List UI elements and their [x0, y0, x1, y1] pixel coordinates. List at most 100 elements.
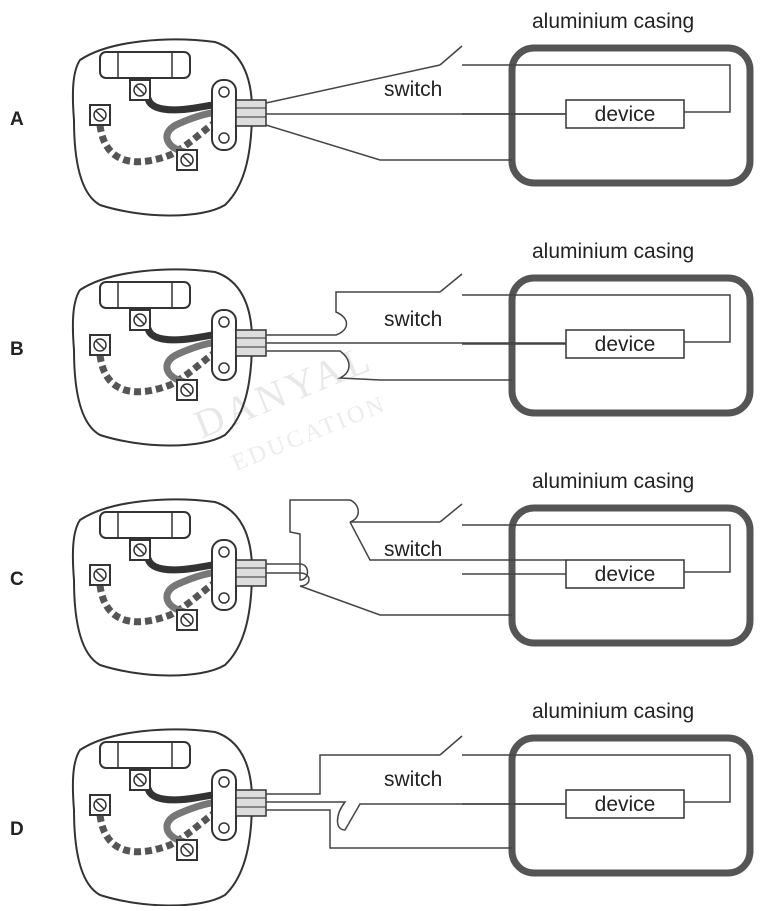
switch-label: switch — [384, 768, 442, 791]
switch-label: switch — [384, 78, 442, 101]
terminal-screw — [129, 309, 151, 331]
cable-grip — [211, 769, 237, 841]
cable-grip — [211, 539, 237, 611]
terminal-screw — [89, 104, 111, 126]
device: device — [565, 789, 685, 819]
aluminium-casing: aluminium casing — [508, 240, 754, 417]
earth-wire — [163, 108, 223, 156]
option-letter: A — [10, 109, 24, 130]
cable-sheath — [235, 99, 267, 127]
live-to-switch — [266, 754, 440, 795]
casing-internal-wire — [462, 294, 731, 343]
casing-outline — [508, 44, 754, 187]
live-to-switch — [266, 291, 440, 336]
casing-label: aluminium casing — [532, 10, 694, 33]
earth-wire — [163, 568, 223, 616]
aluminium-casing: aluminium casing — [508, 700, 754, 877]
live-wire — [96, 574, 224, 626]
option-letter: C — [10, 569, 24, 590]
device-label: device — [595, 563, 656, 586]
terminal-screw — [176, 149, 198, 171]
earth-wire — [163, 338, 223, 386]
plug — [71, 38, 267, 217]
plug-outline — [71, 728, 254, 907]
circuit-wires — [266, 499, 731, 616]
plug — [71, 268, 267, 447]
terminal-screw — [89, 564, 111, 586]
earth-to-casing — [266, 809, 512, 849]
switch-lever — [439, 503, 463, 523]
device-label: device — [595, 793, 656, 816]
aluminium-casing: aluminium casing — [508, 470, 754, 647]
switch-lever — [439, 735, 463, 756]
switch-label: switch — [384, 538, 442, 561]
casing-internal-wire — [462, 524, 731, 573]
cable-sheath — [235, 329, 267, 357]
earth-to-casing — [265, 124, 512, 161]
terminal-screw — [89, 334, 111, 356]
device: device — [565, 559, 685, 589]
earth-wire — [163, 798, 223, 846]
earth-to-casing — [266, 350, 512, 381]
fuse — [99, 281, 191, 309]
device: device — [565, 99, 685, 129]
plug — [71, 498, 267, 677]
device-box — [565, 99, 685, 129]
circuit-wires — [266, 273, 731, 381]
terminal-screw — [129, 539, 151, 561]
neutral-to-device — [266, 801, 566, 831]
neutral-wire — [144, 556, 223, 574]
live-wire — [96, 344, 224, 396]
device-label: device — [595, 333, 656, 356]
terminal-screw — [129, 79, 151, 101]
plug-outline — [71, 38, 254, 217]
casing-label: aluminium casing — [532, 470, 694, 493]
terminal-screw — [176, 839, 198, 861]
casing-label: aluminium casing — [532, 240, 694, 263]
casing-internal-wire — [462, 64, 731, 113]
terminal-screw — [176, 379, 198, 401]
device: device — [565, 329, 685, 359]
live-to-switch — [266, 499, 440, 581]
circuit-wires — [265, 45, 731, 161]
cable-grip — [211, 79, 237, 151]
terminal-screw — [129, 769, 151, 791]
neutral-wire — [144, 786, 223, 804]
fuse — [99, 741, 191, 769]
neutral-wire — [144, 326, 223, 344]
cable-sheath — [235, 559, 267, 587]
fuse — [99, 511, 191, 539]
device-box — [565, 789, 685, 819]
casing-outline — [508, 734, 754, 877]
aluminium-casing: aluminium casing — [508, 10, 754, 187]
cable-grip — [211, 309, 237, 381]
neutral-wire — [144, 96, 223, 114]
plug-outline — [71, 498, 254, 677]
device-box — [565, 329, 685, 359]
earth-to-device — [349, 521, 566, 561]
device-label: device — [595, 103, 656, 126]
fuse — [99, 51, 191, 79]
casing-outline — [508, 504, 754, 647]
live-to-switch — [265, 64, 441, 104]
option-letter: B — [10, 339, 24, 360]
plug-outline — [71, 268, 254, 447]
circuit-wires — [266, 735, 731, 849]
switch-label: switch — [384, 308, 442, 331]
switch-lever — [439, 45, 463, 66]
option-letter: D — [10, 819, 24, 840]
cable-sheath — [235, 789, 267, 817]
casing-label: aluminium casing — [532, 700, 694, 723]
neutral-to-casing — [266, 572, 512, 616]
casing-outline — [508, 274, 754, 417]
switch-lever — [439, 273, 463, 293]
plug — [71, 728, 267, 907]
terminal-screw — [89, 794, 111, 816]
terminal-screw — [176, 609, 198, 631]
casing-internal-wire — [462, 754, 731, 803]
